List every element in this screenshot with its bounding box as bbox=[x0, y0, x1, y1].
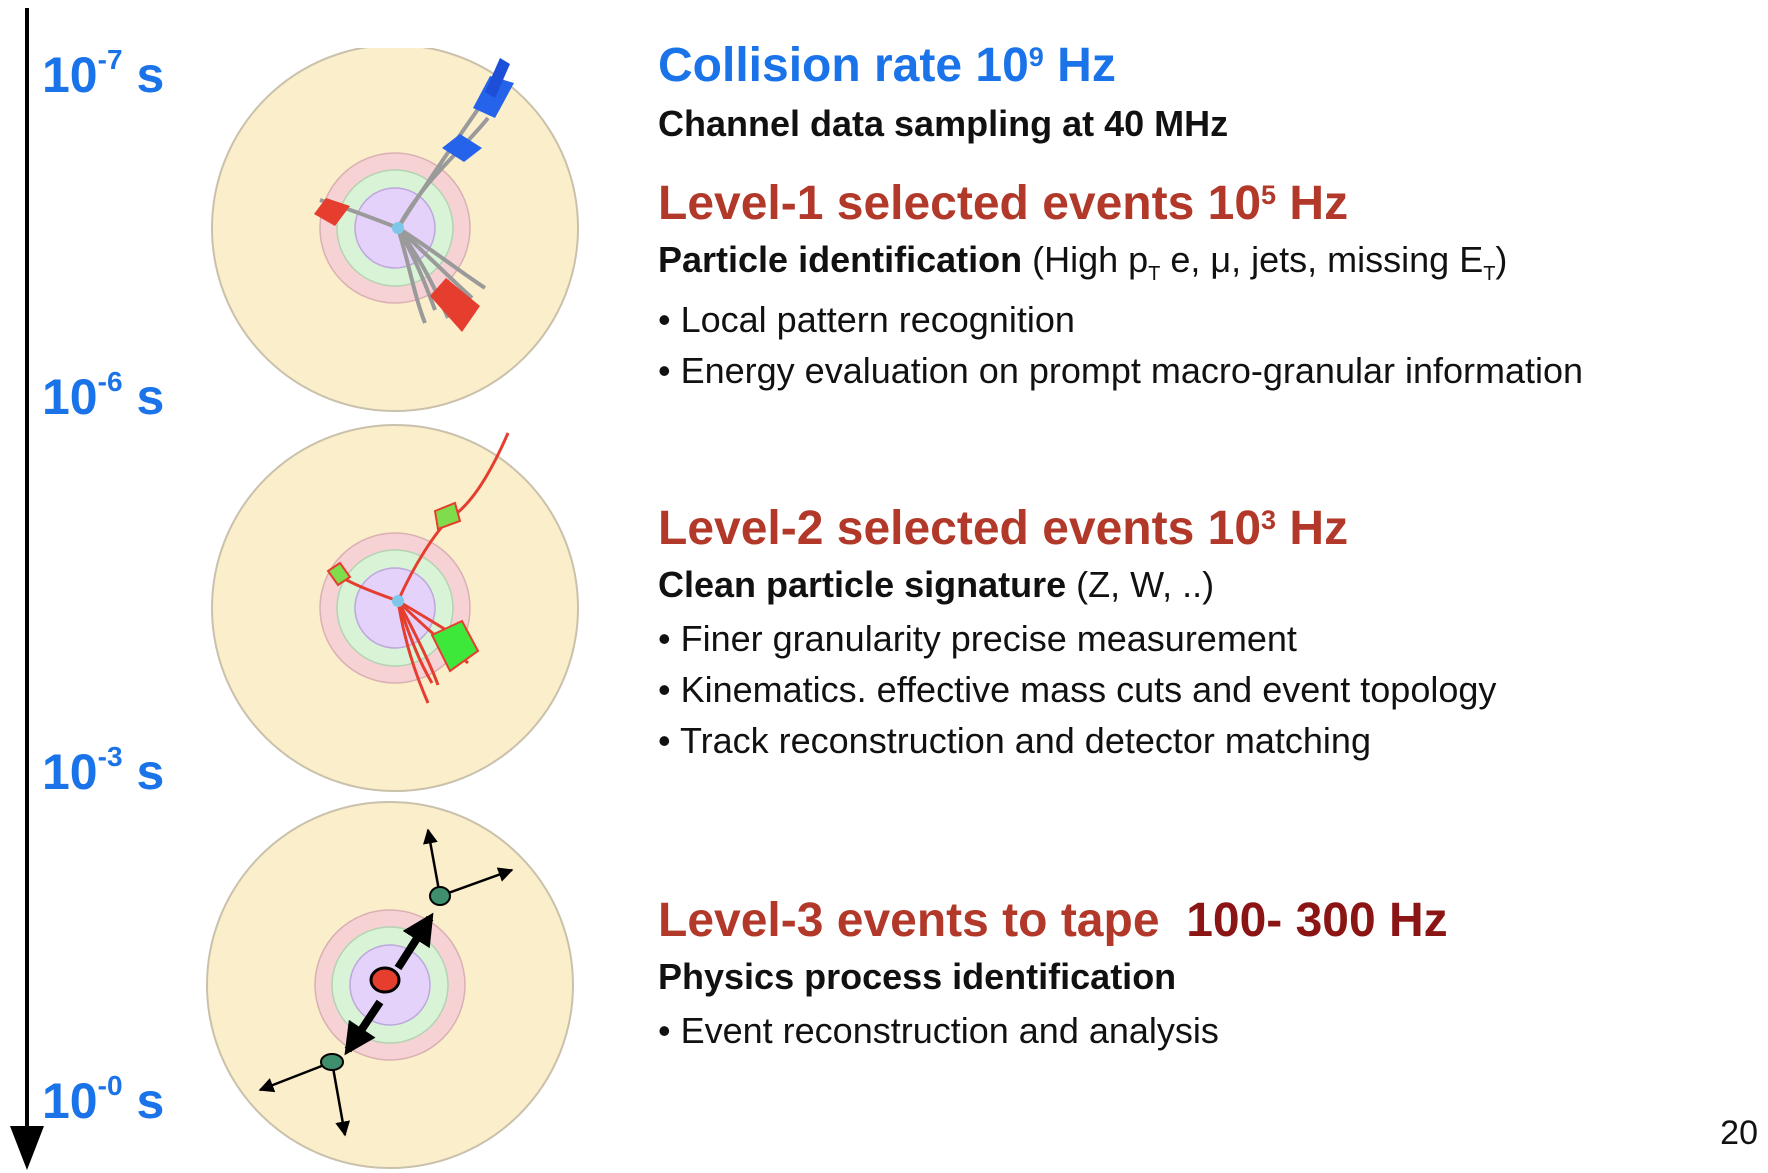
list-item: Kinematics. effective mass cuts and even… bbox=[658, 664, 1497, 715]
collision-rate-panel: Collision rate 109 Hz Channel data sampl… bbox=[658, 42, 1228, 142]
list-item: Track reconstruction and detector matchi… bbox=[658, 715, 1496, 766]
page-number: 20 bbox=[1720, 1114, 1758, 1152]
level1-title: Level-1 selected events 105 Hz bbox=[658, 177, 1349, 230]
level1-heading: Particle identification (High pT e, μ, j… bbox=[658, 239, 1508, 286]
level2-panel: Level-2 selected events 103 Hz Clean par… bbox=[658, 505, 1496, 766]
level3-rate: 100- 300 Hz bbox=[1186, 894, 1448, 947]
time-label-1e-0: 10-0 s bbox=[42, 1070, 165, 1129]
detector-level2-diagram bbox=[211, 424, 579, 792]
time-label-1e-7: 10-7 s bbox=[42, 44, 165, 103]
level1-bullet-list: Local pattern recognition Energy evaluat… bbox=[658, 294, 1583, 396]
level3-title: Level-3 events to tape 100- 300 Hz bbox=[658, 894, 1448, 947]
time-label-1e-6: 10-6 s bbox=[42, 366, 165, 425]
level3-panel: Level-3 events to tape 100- 300 Hz Physi… bbox=[658, 897, 1448, 1056]
detector-level1-diagram bbox=[211, 48, 579, 412]
list-item: Local pattern recognition bbox=[658, 294, 1583, 345]
level2-heading: Clean particle signature (Z, W, ..) bbox=[658, 564, 1215, 605]
level3-heading: Physics process identification bbox=[658, 956, 1177, 997]
time-label-1e-3: 10-3 s bbox=[42, 741, 165, 800]
list-item: Finer granularity precise measurement bbox=[658, 613, 1496, 664]
list-item: Event reconstruction and analysis bbox=[658, 1005, 1448, 1056]
detector-level3-diagram bbox=[206, 801, 574, 1169]
channel-sampling-text: Channel data sampling at 40 MHz bbox=[658, 103, 1229, 144]
level3-bullet-list: Event reconstruction and analysis bbox=[658, 1005, 1448, 1056]
collision-rate-title: Collision rate 109 Hz bbox=[658, 39, 1116, 92]
level2-bullet-list: Finer granularity precise measurement Ki… bbox=[658, 613, 1496, 766]
list-item: Energy evaluation on prompt macro-granul… bbox=[658, 345, 1583, 396]
level1-panel: Level-1 selected events 105 Hz Particle … bbox=[658, 180, 1583, 396]
level2-title: Level-2 selected events 103 Hz bbox=[658, 502, 1349, 555]
